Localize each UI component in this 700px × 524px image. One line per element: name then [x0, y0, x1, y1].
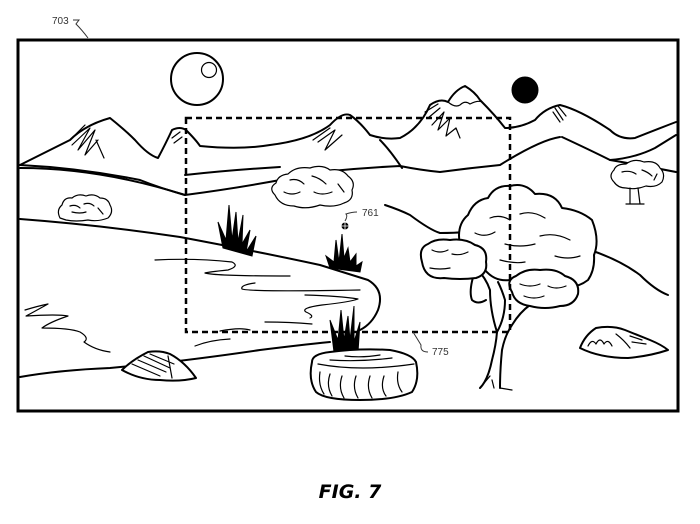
rock-left-shading [131, 353, 175, 379]
small-tree-trunk [625, 187, 645, 205]
frame-leader-line [73, 19, 89, 39]
mountain-right-base [379, 139, 403, 169]
shrub-center [271, 165, 354, 209]
poi-crosshair [341, 222, 349, 230]
sun [511, 76, 539, 104]
stump-outline [309, 348, 419, 401]
moon-crater [200, 61, 218, 79]
moon [170, 52, 224, 106]
hill-right-shading [552, 105, 567, 123]
moon-outline [170, 52, 224, 106]
large-tree-left-canopy [419, 238, 488, 280]
reed-clump-1 [217, 204, 257, 257]
region-reference: 775 [412, 331, 449, 358]
figure-caption: FIG. 7 [319, 481, 382, 503]
right-slope-line [589, 249, 669, 296]
reeds-stump [329, 305, 361, 353]
shrub-left-texture [69, 202, 104, 215]
shrub-center-texture [283, 175, 345, 195]
lake-far-shore [19, 218, 381, 331]
frame-reference: 703 [52, 16, 89, 39]
region-reference-numeral: 775 [432, 347, 449, 358]
stump-bark [318, 371, 403, 399]
point-of-interest: 761 [341, 208, 379, 230]
region-leader-line [412, 331, 429, 353]
lake-ripples [24, 258, 361, 353]
right-field-contour [384, 204, 466, 234]
mountain-peak-snowcap [447, 100, 483, 107]
tree-stump [309, 348, 419, 401]
reeds-right [325, 233, 363, 273]
reed-clump-2 [325, 233, 363, 273]
large-tree [419, 184, 598, 391]
small-tree-canopy [610, 159, 665, 190]
shrub-center-outline [271, 165, 354, 209]
far-field-line [184, 166, 281, 176]
small-tree [610, 159, 665, 205]
shrub-left-outline [57, 194, 113, 222]
rock-right-outline [579, 325, 669, 359]
rock-right [579, 325, 669, 359]
rock-left [121, 350, 197, 382]
mountain-right-shading [424, 103, 461, 139]
large-tree-roots [479, 375, 513, 391]
large-tree-right-canopy-texture [519, 283, 567, 299]
display-frame [16, 38, 680, 413]
poi-reference-numeral: 761 [362, 208, 379, 219]
large-tree-canopy-texture [474, 212, 581, 264]
region-of-interest-box [184, 116, 512, 334]
frame-reference-numeral: 703 [52, 16, 69, 27]
small-tree-texture [621, 169, 658, 181]
mountain-small-shading [171, 131, 183, 144]
large-tree-right-canopy [508, 268, 580, 309]
stump-top-rings [317, 354, 415, 369]
reed-clump-3 [329, 305, 361, 353]
mountain-center-shading [312, 127, 343, 151]
mountain-left [19, 85, 677, 166]
reeds-left [217, 204, 257, 257]
shrub-left [57, 194, 113, 222]
rock-left-outline [121, 350, 197, 382]
large-tree-left-canopy-texture [429, 249, 469, 270]
poi-leader-line [344, 211, 358, 222]
mountain-left-shading [69, 124, 105, 159]
hill-right [561, 134, 677, 161]
midground-horizon [19, 136, 561, 196]
rock-right-shading [587, 333, 647, 349]
